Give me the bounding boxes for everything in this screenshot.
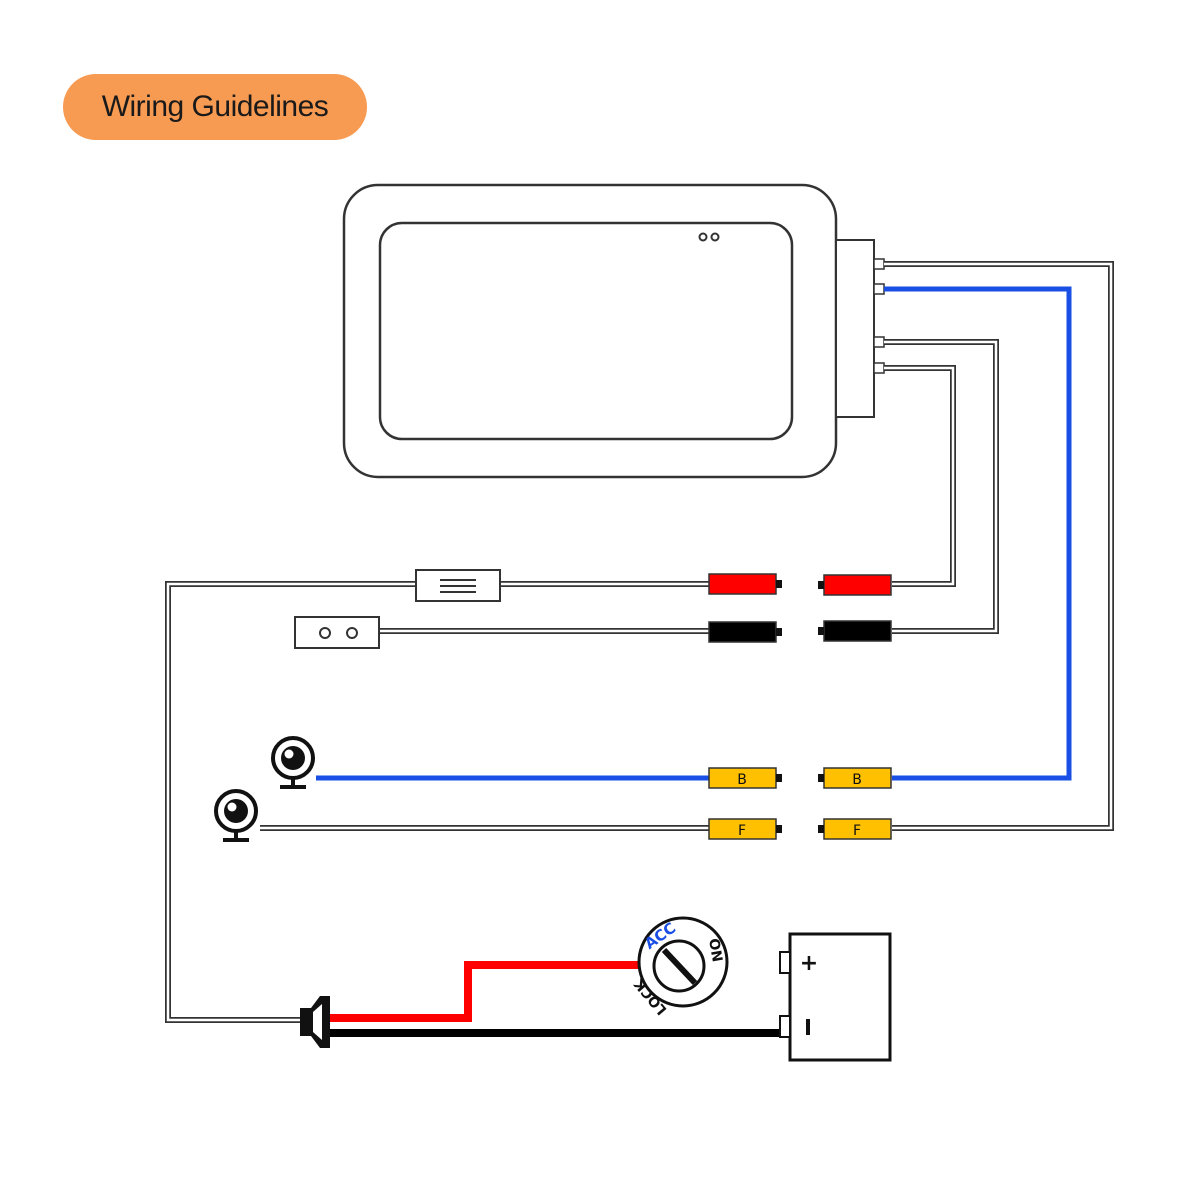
ignition-on-label: ON: [705, 937, 725, 963]
car-battery-icon: +: [779, 932, 892, 1062]
inline-fuse: [415, 569, 501, 602]
battery-positive-label: +: [800, 951, 818, 976]
ground-connector-right: [818, 620, 892, 642]
connector-label-f: F: [853, 823, 861, 839]
wire-ground-device: [884, 339, 999, 634]
port-rear-cam: [873, 283, 885, 295]
rear-cam-connector-left: B: [708, 767, 782, 789]
port-ground: [873, 336, 885, 348]
front-cam-connector-right: F: [818, 818, 892, 840]
port-front-cam: [873, 258, 885, 270]
indicator-led-icon: [710, 232, 720, 242]
wire-power-device: [884, 365, 956, 587]
dash-cam-unit: [342, 183, 885, 479]
battery-negative-mark: [806, 1019, 810, 1035]
wire-power-harness: [165, 581, 710, 1023]
connector-label-b: B: [852, 772, 862, 788]
ground-connector-left: [708, 621, 782, 643]
front-camera-icon: [214, 789, 258, 842]
connector-label-b: B: [737, 772, 747, 788]
front-cam-connector-left: F: [708, 818, 782, 840]
unit-screen: [378, 221, 794, 441]
connector-block: [835, 239, 875, 418]
power-connector-right: [818, 574, 892, 596]
power-plug-icon: [300, 996, 330, 1048]
indicator-led-icon: [698, 232, 708, 242]
title-badge: Wiring Guidelines: [63, 74, 367, 140]
wire-rear-camera: [316, 286, 1072, 781]
ignition-switch-icon: LOCK ACC ON: [631, 916, 729, 1018]
rear-cam-connector-right: B: [818, 767, 892, 789]
cables: [165, 261, 1114, 1023]
port-power: [873, 362, 885, 374]
connector-label-f: F: [738, 823, 746, 839]
power-connector-left: [708, 573, 782, 595]
wire-front-camera: [884, 261, 1114, 831]
page-title: Wiring Guidelines: [101, 90, 329, 123]
wire-acc-red: [330, 961, 640, 1022]
rear-camera-icon: [271, 736, 315, 789]
switch-box: [294, 616, 380, 649]
